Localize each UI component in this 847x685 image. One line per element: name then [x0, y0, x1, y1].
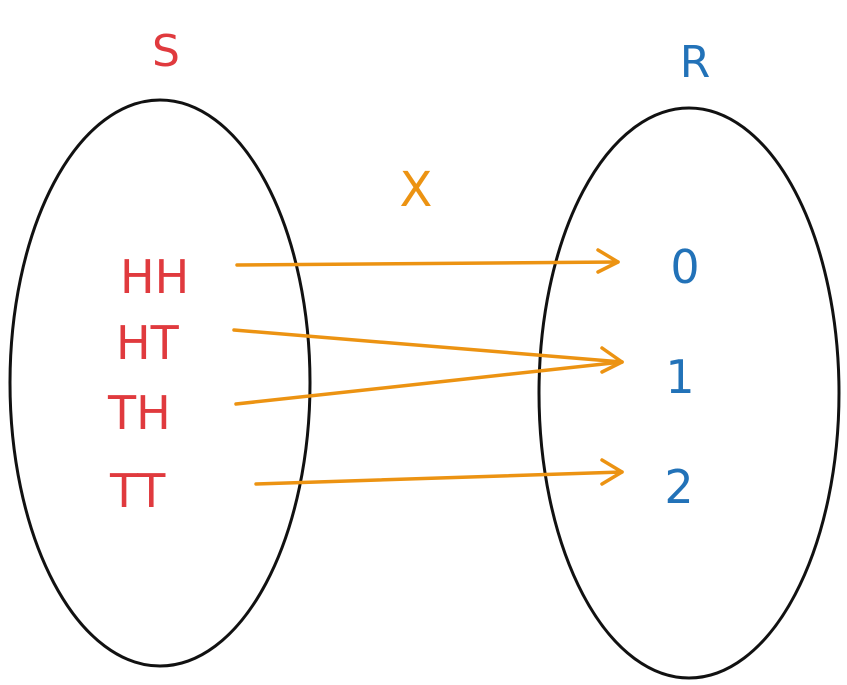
domain-set-ellipse [8, 98, 312, 668]
codomain-element-0: 0 [670, 240, 699, 294]
domain-set-title: S [152, 26, 180, 77]
domain-element-tt: TT [109, 464, 166, 518]
domain-element-hh: HH [120, 250, 189, 304]
codomain-element-2: 2 [664, 460, 693, 514]
codomain-set-ellipse [537, 106, 841, 680]
codomain-set-title: R [680, 37, 711, 88]
domain-element-ht: HT [116, 316, 180, 370]
function-label: X [400, 162, 433, 218]
arrow-ht-to-1 [232, 328, 624, 364]
domain-element-th: TH [107, 386, 171, 440]
arrow-hh-to-0 [235, 248, 620, 274]
arrow-tt-to-2 [254, 458, 624, 486]
codomain-element-1: 1 [665, 350, 694, 404]
arrow-th-to-1 [234, 346, 624, 406]
